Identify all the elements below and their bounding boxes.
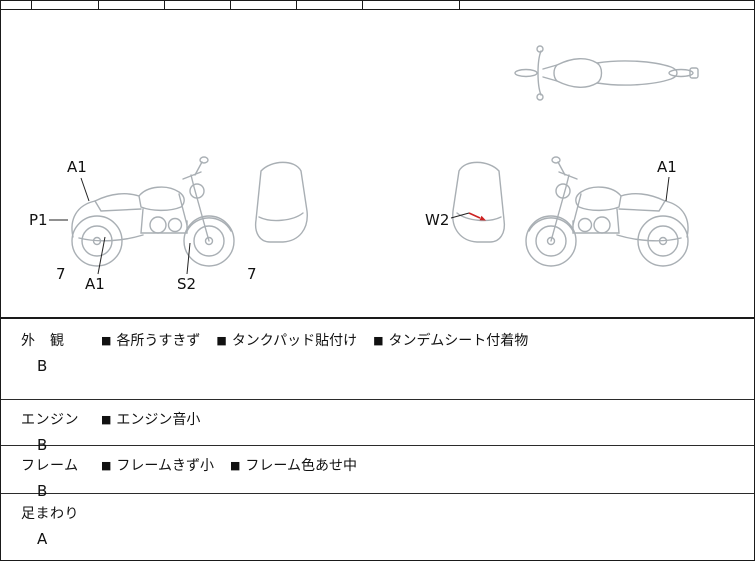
damage-code-7-rear-wheel: 7	[56, 265, 66, 283]
table-divider	[459, 1, 460, 10]
motorcycle-right-side-view	[452, 156, 689, 267]
leader-lines	[49, 176, 670, 275]
damage-code-s2: S2	[177, 275, 197, 293]
table-divider	[164, 1, 165, 10]
note-item: ■タンクパッド貼付け	[216, 333, 358, 349]
damage-code-a1-engine: A1	[85, 275, 105, 293]
notes: ■フレームきず小 ■フレーム色あせ中	[101, 446, 754, 493]
bullet-icon: ■	[101, 334, 112, 347]
category-label: フレーム	[21, 458, 79, 474]
table-divider	[362, 1, 363, 10]
category-cell: エンジン B	[1, 400, 101, 454]
notes: ■エンジン音小	[101, 400, 754, 445]
table-divider	[98, 1, 99, 10]
note-item: ■各所うすきず	[101, 333, 201, 349]
note-item: ■フレームきず小	[101, 458, 214, 474]
category-cell: 外 観 B	[1, 321, 101, 399]
category-label: エンジン	[21, 412, 79, 428]
motorcycle-top-view	[514, 45, 699, 101]
notes	[101, 494, 754, 560]
bullet-icon: ■	[101, 459, 112, 472]
notes: ■各所うすきず ■タンクパッド貼付け ■タンデムシート付着物	[101, 321, 754, 399]
bullet-icon: ■	[230, 459, 241, 472]
motorcycle-diagrams	[49, 45, 699, 275]
top-table-row	[1, 1, 754, 10]
grade-value: B	[37, 436, 48, 454]
table-divider	[31, 1, 32, 10]
category-label: 足まわり	[21, 506, 79, 522]
damage-code-p1: P1	[29, 211, 48, 229]
grade-value: B	[37, 482, 48, 500]
category-cell: 足まわり A	[1, 494, 101, 560]
grade-value: B	[37, 357, 48, 375]
note-item: ■フレーム色あせ中	[230, 458, 357, 474]
damage-code-a1-rear-right: A1	[657, 158, 677, 176]
diagram-area: A1 P1 7 A1 S2 7 W2 A1	[1, 11, 754, 319]
table-divider	[296, 1, 297, 10]
note-item: ■エンジン音小	[101, 412, 201, 428]
category-cell: フレーム B	[1, 446, 101, 500]
damage-code-a1-rear-left: A1	[67, 158, 87, 176]
table-divider	[230, 1, 231, 10]
w2-red-arrow-icon	[468, 212, 486, 221]
bullet-icon: ■	[216, 334, 227, 347]
note-item: ■タンデムシート付着物	[373, 333, 529, 349]
bullet-icon: ■	[101, 413, 112, 426]
inspection-row-3: 足まわり A	[1, 493, 754, 560]
damage-code-7-front-wheel: 7	[247, 265, 257, 283]
inspection-row-0: 外 観 B ■各所うすきず ■タンクパッド貼付け ■タンデムシート付着物	[1, 321, 754, 399]
bullet-icon: ■	[373, 334, 384, 347]
grade-value: A	[37, 530, 48, 548]
inspection-row-2: フレーム B ■フレームきず小 ■フレーム色あせ中	[1, 445, 754, 500]
inspection-row-1: エンジン B ■エンジン音小	[1, 399, 754, 454]
damage-code-w2: W2	[425, 211, 450, 229]
category-label: 外 観	[21, 333, 65, 349]
